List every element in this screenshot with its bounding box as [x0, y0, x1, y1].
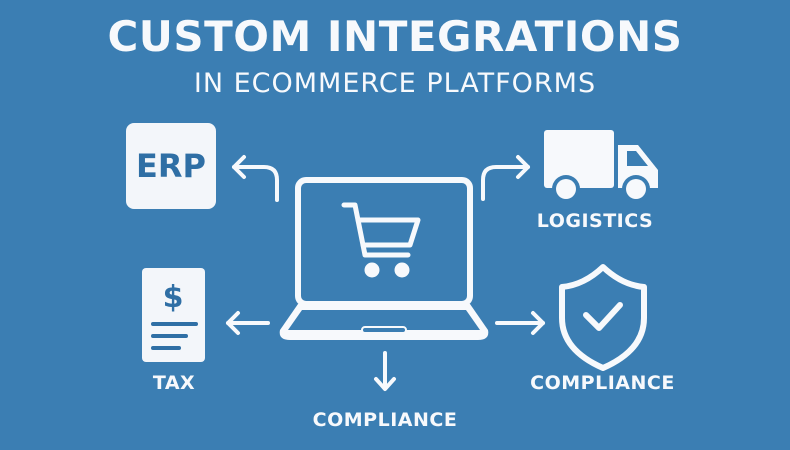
logistics-label: LOGISTICS [536, 210, 654, 232]
arrow-to-compliance-right [495, 311, 545, 335]
page-title: CUSTOM INTEGRATIONS [107, 12, 683, 61]
erp-label: ERP [136, 147, 206, 185]
erp-node: ERP [126, 123, 216, 209]
laptop-icon [279, 177, 489, 340]
arrow-to-compliance-bottom [374, 351, 396, 391]
page-subtitle: IN ECOMMERCE PLATFORMS [193, 68, 597, 99]
tax-label: TAX [152, 372, 196, 394]
arrow-to-logistics [481, 155, 530, 201]
shield-check-icon [559, 264, 647, 371]
truck-icon [544, 130, 658, 203]
tax-document-icon: $ [142, 268, 205, 362]
arrow-to-tax [226, 311, 270, 335]
compliance-right-label: COMPLIANCE [530, 372, 675, 394]
svg-text:$: $ [163, 280, 184, 315]
compliance-bottom-label: COMPLIANCE [312, 409, 458, 431]
shopping-cart-icon [341, 202, 421, 278]
arrow-to-erp [232, 155, 279, 202]
